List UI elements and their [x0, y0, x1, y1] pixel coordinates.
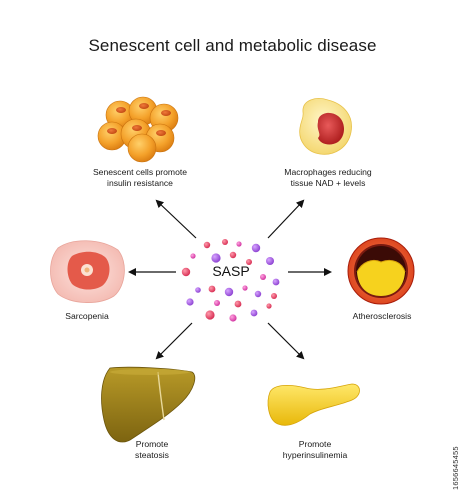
label-macrophages: Macrophages reducing tissue NAD + levels [258, 167, 398, 188]
sasp-particle [250, 309, 258, 317]
sasp-particle [205, 310, 215, 320]
sasp-particle [186, 298, 194, 306]
arrows [128, 199, 332, 360]
label-sarcopenia: Sarcopenia [40, 311, 134, 322]
label-line: Senescent cells promote [92, 167, 188, 177]
sasp-particle [271, 293, 277, 299]
sasp-particle [229, 251, 237, 259]
arrow-to-steatosis [155, 322, 193, 360]
sasp-particle [222, 239, 228, 245]
diagram-title: Senescent cell and metabolic disease [88, 36, 377, 55]
senescent-cells-icon [97, 96, 179, 163]
sasp-particle [190, 253, 196, 259]
label-line: Sarcopenia [65, 311, 109, 321]
liver-icon [101, 366, 196, 443]
label-atherosclerosis: Atherosclerosis [330, 311, 434, 322]
pancreas-icon [267, 383, 360, 426]
sasp-particle [266, 303, 272, 309]
label-line: hyperinsulinemia [282, 449, 348, 460]
sasp-particle [251, 243, 261, 253]
sasp-particle [260, 274, 266, 280]
macrophage-icon [299, 98, 352, 155]
sasp-particles [181, 239, 280, 322]
label-line: insulin resistance [107, 177, 173, 188]
sasp-particle [203, 241, 211, 249]
sasp-particle [272, 278, 280, 286]
stock-id-text: 1656645455 [451, 446, 460, 490]
label-line: Promote [135, 439, 169, 449]
label-line: steatosis [135, 449, 169, 460]
sasp-particle [208, 285, 216, 293]
sasp-particle [214, 300, 220, 306]
arrow-to-senescent [155, 199, 197, 239]
label-line: Atherosclerosis [352, 311, 412, 321]
artery-cross-section-icon [347, 237, 415, 305]
sasp-particle [236, 241, 242, 247]
sasp-particle [195, 287, 201, 293]
sasp-particle [181, 267, 191, 277]
sasp-particle [242, 285, 248, 291]
label-hyperinsulinemia: Promote hyperinsulinemia [265, 439, 365, 460]
arrow-to-hyperinsulinemia [267, 322, 305, 360]
sasp-particle [254, 290, 262, 298]
sasp-particle [266, 257, 274, 265]
label-senescent-cells: Senescent cells promote insulin resistan… [70, 167, 210, 188]
sasp-particle [211, 253, 221, 263]
label-line: Promote [298, 439, 332, 449]
label-steatosis: Promote steatosis [112, 439, 192, 460]
sasp-particle [234, 300, 242, 308]
sasp-particle [224, 287, 234, 297]
stock-id-sidebar: 1656645455 [451, 380, 463, 490]
sasp-particle [246, 259, 252, 265]
sasp-label: SASP [212, 263, 250, 279]
muscle-fiber-icon [50, 240, 125, 303]
sasp-particle [229, 314, 237, 322]
label-line: Macrophages reducing [284, 167, 372, 177]
arrow-to-macrophages [267, 199, 305, 239]
label-line: tissue NAD + levels [290, 177, 366, 188]
